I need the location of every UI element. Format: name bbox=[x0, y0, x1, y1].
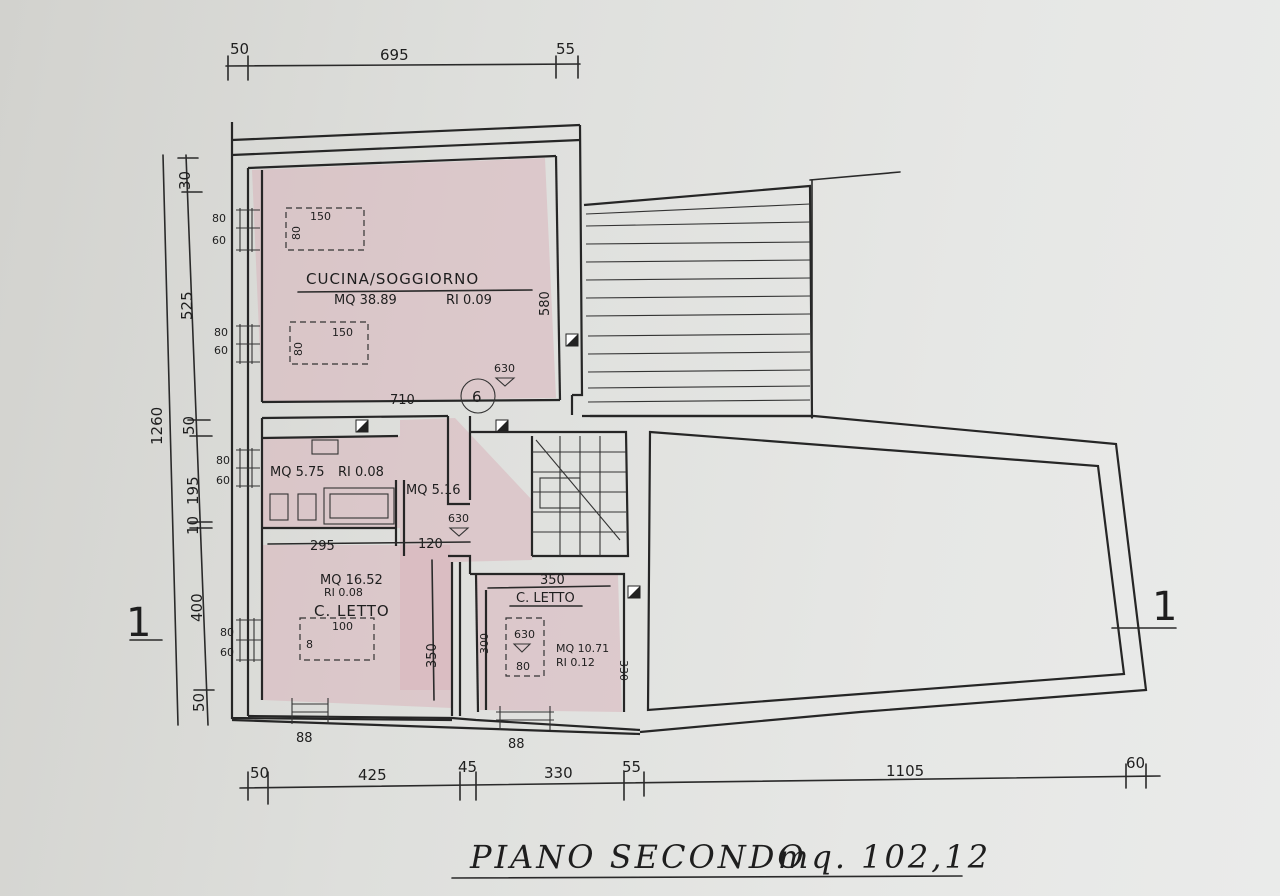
win-left-60b: 60 bbox=[214, 344, 228, 357]
bed1-area: MQ 16.52 bbox=[320, 573, 383, 588]
win-left-60c: 60 bbox=[216, 474, 230, 487]
bathroom: MQ 5.75 RI 0.08 bbox=[261, 419, 406, 556]
bed1-bed-depth: 8 bbox=[306, 638, 313, 651]
bed2-area: MQ 10.71 bbox=[556, 642, 609, 655]
bed1-height: 350 bbox=[425, 643, 440, 668]
dim-bottom-330: 330 bbox=[544, 764, 573, 782]
kitchen-level: 630 bbox=[494, 362, 515, 375]
dim-bottom-50: 50 bbox=[250, 764, 269, 782]
bed1-ratio: RI 0.08 bbox=[324, 586, 363, 599]
bed1-window-size: 88 bbox=[296, 731, 313, 746]
hall-width: 120 bbox=[418, 537, 443, 552]
dim-bottom-425: 425 bbox=[358, 766, 387, 784]
kitchen-area: MQ 38.89 bbox=[334, 293, 397, 308]
hallway: MQ 5.16 630 120 295 bbox=[267, 416, 509, 574]
win-left-60a: 60 bbox=[212, 234, 226, 247]
dim-bottom-55: 55 bbox=[622, 758, 641, 776]
bedroom1-room-fill bbox=[262, 545, 452, 708]
dim-left-30: 30 bbox=[176, 171, 194, 190]
kitchen-table2-depth: 80 bbox=[292, 342, 305, 356]
bed2-width: 350 bbox=[540, 573, 565, 588]
bed1-bed-width: 100 bbox=[332, 620, 353, 633]
bedroom2-room-fill bbox=[476, 575, 622, 712]
section-mark-right: 1 bbox=[1152, 584, 1177, 630]
win-left-80a: 80 bbox=[212, 212, 226, 225]
dim-left-400: 400 bbox=[188, 593, 206, 622]
kitchen-table1-width: 150 bbox=[310, 210, 331, 223]
bath-ratio: RI 0.08 bbox=[338, 465, 384, 480]
dim-bottom-60: 60 bbox=[1126, 754, 1145, 772]
bed1-room-name: C. LETTO bbox=[314, 602, 390, 620]
bath-room-fill bbox=[262, 436, 400, 528]
dim-top-50: 50 bbox=[230, 40, 249, 58]
win-left-80d: 80 bbox=[220, 626, 234, 639]
left-windows: 80 60 80 60 80 60 80 60 bbox=[212, 208, 262, 662]
plan-title-text: PIANO SECONDO bbox=[469, 838, 807, 876]
dim-left-195: 195 bbox=[184, 476, 202, 505]
bedroom-1: 100 8 MQ 16.52 RI 0.08 C. LETTO 350 88 bbox=[291, 559, 462, 746]
stair-marker-number: 6 bbox=[472, 388, 482, 406]
plan-title-area: mq. 102,12 bbox=[778, 838, 991, 876]
dim-top-695: 695 bbox=[380, 46, 409, 64]
kitchen-room-fill bbox=[252, 158, 556, 402]
kitchen-height: 580 bbox=[538, 291, 553, 316]
dim-bottom-45: 45 bbox=[458, 758, 477, 776]
win-left-60d: 60 bbox=[220, 646, 234, 659]
bed2-height-left: 300 bbox=[478, 633, 491, 654]
plan-title: PIANO SECONDO mq. 102,12 bbox=[451, 838, 991, 879]
dim-left-50a: 50 bbox=[180, 416, 198, 435]
bed2-bed-width: 80 bbox=[516, 660, 530, 673]
bed2-level: 630 bbox=[514, 628, 535, 641]
terrace-lower: 1 bbox=[582, 414, 1177, 734]
outer-walls bbox=[230, 122, 641, 736]
dim-left-1260: 1260 bbox=[148, 407, 166, 445]
dim-left-50b: 50 bbox=[190, 693, 208, 712]
kitchen-living-room: 150 80 150 80 CUCINA/SOGGIORNO MQ 38.89 … bbox=[285, 207, 579, 414]
staircase bbox=[470, 430, 630, 558]
bath-area: MQ 5.75 bbox=[270, 465, 325, 480]
win-left-80b: 80 bbox=[214, 326, 228, 339]
bed2-room-name: C. LETTO bbox=[516, 591, 575, 606]
section-mark-left: 1 bbox=[126, 600, 151, 646]
win-left-80c: 80 bbox=[216, 454, 230, 467]
kitchen-width: 710 bbox=[390, 393, 415, 408]
kitchen-room-name: CUCINA/SOGGIORNO bbox=[306, 270, 479, 288]
kitchen-table2-width: 150 bbox=[332, 326, 353, 339]
dim-bottom-1105: 1105 bbox=[886, 762, 924, 780]
dim-left-10: 10 bbox=[184, 516, 202, 535]
kitchen-table1-depth: 80 bbox=[290, 226, 303, 240]
kitchen-ratio: RI 0.09 bbox=[446, 293, 492, 308]
bottom-dimension-line: 50 425 45 330 55 1105 60 bbox=[239, 754, 1161, 805]
top-dimension-line: 50 695 55 bbox=[225, 40, 581, 81]
hall-level: 630 bbox=[448, 512, 469, 525]
bath-width: 295 bbox=[310, 539, 335, 554]
terrace-upper bbox=[583, 171, 901, 419]
bed2-window-size: 88 bbox=[508, 737, 525, 752]
dim-left-525: 525 bbox=[178, 291, 196, 320]
bed2-height-right: 330 bbox=[617, 660, 630, 681]
hall-area: MQ 5.16 bbox=[406, 483, 461, 498]
left-dimension-lines: 30 525 1260 50 195 10 400 50 bbox=[148, 154, 215, 726]
bedroom-2: 350 C. LETTO 630 80 MQ 10.71 RI 0.12 300… bbox=[470, 572, 641, 752]
dim-top-55: 55 bbox=[556, 40, 575, 58]
bed2-ratio: RI 0.12 bbox=[556, 656, 595, 669]
